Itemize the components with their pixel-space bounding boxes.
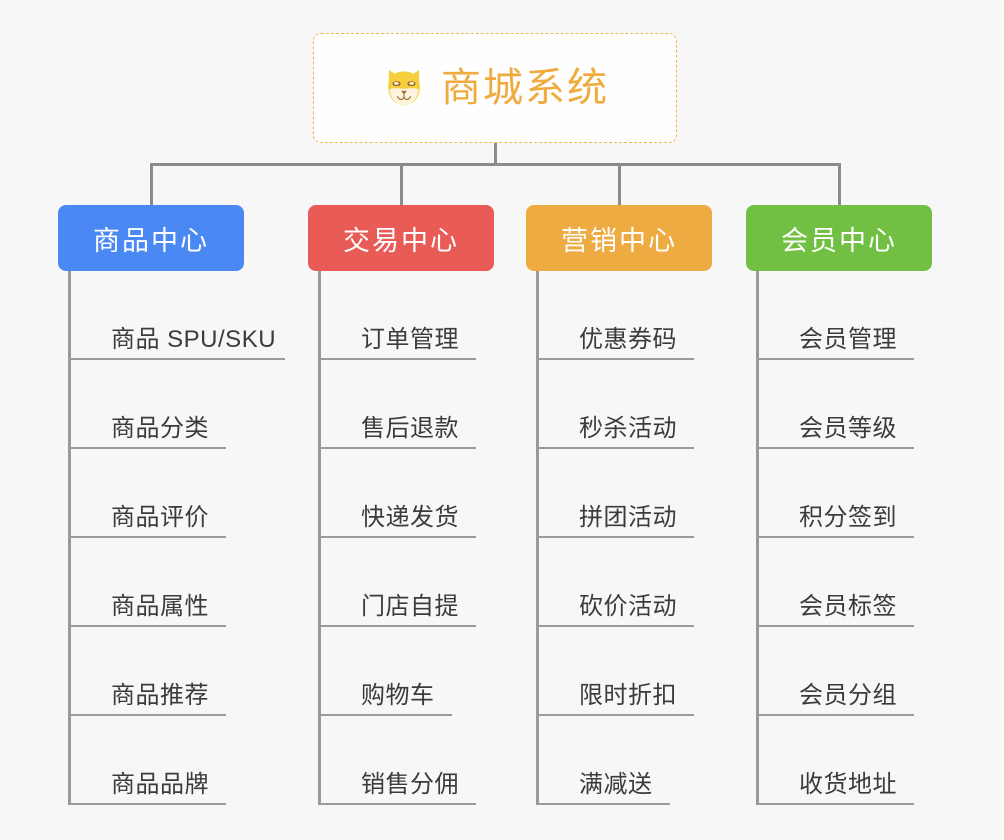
leaf-label: 会员等级 — [799, 415, 897, 442]
leaf-underline — [539, 536, 694, 538]
connector-horizontal-bus — [150, 163, 840, 166]
leaf-underline — [321, 358, 476, 360]
leaf-label: 商品推荐 — [111, 682, 209, 709]
connector-drop-3 — [618, 163, 621, 207]
leaf-label: 积分签到 — [799, 504, 897, 531]
leaf-item[interactable]: 订单管理 — [321, 271, 494, 360]
leaf-underline — [321, 447, 476, 449]
leaf-item[interactable]: 会员标签 — [759, 538, 932, 627]
leaf-underline — [71, 536, 226, 538]
leaf-underline — [539, 447, 694, 449]
leaf-label: 快递发货 — [361, 504, 459, 531]
leaf-underline — [759, 536, 914, 538]
branch-column-3: 营销中心 优惠券码 秒杀活动 拼团活动 砍价活动 限时折扣 — [526, 205, 712, 805]
leaf-underline — [71, 358, 285, 360]
leaf-item[interactable]: 优惠券码 — [539, 271, 712, 360]
leaf-underline — [321, 714, 452, 716]
leaf-label: 秒杀活动 — [579, 415, 677, 442]
leaf-label: 优惠券码 — [579, 326, 677, 353]
leaf-label: 购物车 — [361, 682, 435, 709]
leaf-label: 商品分类 — [111, 415, 209, 442]
branch-column-4: 会员中心 会员管理 会员等级 积分签到 会员标签 会员分组 — [746, 205, 932, 805]
leaf-item[interactable]: 快递发货 — [321, 449, 494, 538]
leaf-item[interactable]: 积分签到 — [759, 449, 932, 538]
branch-title: 商品中心 — [93, 225, 209, 256]
leaf-underline — [539, 714, 694, 716]
leaf-label: 商品属性 — [111, 593, 209, 620]
branch-header-4[interactable]: 会员中心 — [746, 205, 932, 271]
leaf-item[interactable]: 商品推荐 — [71, 627, 244, 716]
leaf-label: 商品 SPU/SKU — [111, 326, 277, 353]
leaf-item[interactable]: 限时折扣 — [539, 627, 712, 716]
leaf-label: 销售分佣 — [361, 771, 459, 798]
connector-drop-1 — [150, 163, 153, 207]
leaf-item[interactable]: 会员等级 — [759, 360, 932, 449]
leaf-item[interactable]: 收货地址 — [759, 716, 932, 805]
branch-title: 营销中心 — [561, 225, 677, 256]
leaf-underline — [71, 803, 226, 805]
connector-drop-2 — [400, 163, 403, 207]
leaf-item[interactable]: 秒杀活动 — [539, 360, 712, 449]
leaf-item[interactable]: 拼团活动 — [539, 449, 712, 538]
root-title: 商城系统 — [441, 66, 609, 110]
leaf-underline — [759, 803, 914, 805]
leaf-item[interactable]: 会员管理 — [759, 271, 932, 360]
shiba-dog-face-icon — [381, 65, 427, 111]
leaf-item[interactable]: 购物车 — [321, 627, 494, 716]
leaf-item[interactable]: 砍价活动 — [539, 538, 712, 627]
leaf-underline — [71, 625, 226, 627]
leaf-list-1: 商品 SPU/SKU 商品分类 商品评价 商品属性 商品推荐 商品品牌 — [68, 271, 285, 805]
leaf-item[interactable]: 售后退款 — [321, 360, 494, 449]
branch-column-2: 交易中心 订单管理 售后退款 快递发货 门店自提 购物车 — [308, 205, 494, 805]
leaf-label: 商品品牌 — [111, 771, 209, 798]
leaf-list-4: 会员管理 会员等级 积分签到 会员标签 会员分组 收货地址 — [756, 271, 932, 805]
leaf-underline — [321, 803, 476, 805]
branch-title: 交易中心 — [343, 225, 459, 256]
branch-title: 会员中心 — [781, 225, 897, 256]
leaf-underline — [71, 714, 226, 716]
leaf-list-2: 订单管理 售后退款 快递发货 门店自提 购物车 销售分佣 — [318, 271, 494, 805]
leaf-item[interactable]: 销售分佣 — [321, 716, 494, 805]
leaf-underline — [539, 358, 694, 360]
leaf-underline — [539, 803, 670, 805]
leaf-label: 订单管理 — [361, 326, 459, 353]
leaf-underline — [321, 625, 476, 627]
leaf-underline — [759, 358, 914, 360]
leaf-label: 砍价活动 — [579, 593, 677, 620]
leaf-label: 会员管理 — [799, 326, 897, 353]
branch-header-2[interactable]: 交易中心 — [308, 205, 494, 271]
leaf-item[interactable]: 商品品牌 — [71, 716, 244, 805]
root-node[interactable]: 商城系统 — [313, 33, 677, 143]
leaf-item[interactable]: 满减送 — [539, 716, 712, 805]
leaf-label: 满减送 — [579, 771, 653, 798]
leaf-item[interactable]: 门店自提 — [321, 538, 494, 627]
leaf-underline — [759, 625, 914, 627]
leaf-label: 会员分组 — [799, 682, 897, 709]
leaf-list-3: 优惠券码 秒杀活动 拼团活动 砍价活动 限时折扣 满减送 — [536, 271, 712, 805]
leaf-underline — [759, 447, 914, 449]
leaf-item[interactable]: 商品属性 — [71, 538, 244, 627]
leaf-label: 会员标签 — [799, 593, 897, 620]
leaf-underline — [759, 714, 914, 716]
branch-header-3[interactable]: 营销中心 — [526, 205, 712, 271]
leaf-label: 限时折扣 — [579, 682, 677, 709]
leaf-label: 拼团活动 — [579, 504, 677, 531]
leaf-underline — [71, 447, 226, 449]
leaf-item[interactable]: 商品 SPU/SKU — [71, 271, 285, 360]
leaf-underline — [321, 536, 476, 538]
leaf-item[interactable]: 会员分组 — [759, 627, 932, 716]
leaf-underline — [539, 625, 694, 627]
branch-column-1: 商品中心 商品 SPU/SKU 商品分类 商品评价 商品属性 商品推荐 — [58, 205, 285, 805]
leaf-label: 门店自提 — [361, 593, 459, 620]
branch-header-1[interactable]: 商品中心 — [58, 205, 244, 271]
connector-drop-4 — [838, 163, 841, 207]
connector-root-stem — [494, 143, 497, 165]
leaf-item[interactable]: 商品评价 — [71, 449, 244, 538]
leaf-item[interactable]: 商品分类 — [71, 360, 244, 449]
leaf-label: 售后退款 — [361, 415, 459, 442]
leaf-label: 收货地址 — [799, 771, 897, 798]
leaf-label: 商品评价 — [111, 504, 209, 531]
